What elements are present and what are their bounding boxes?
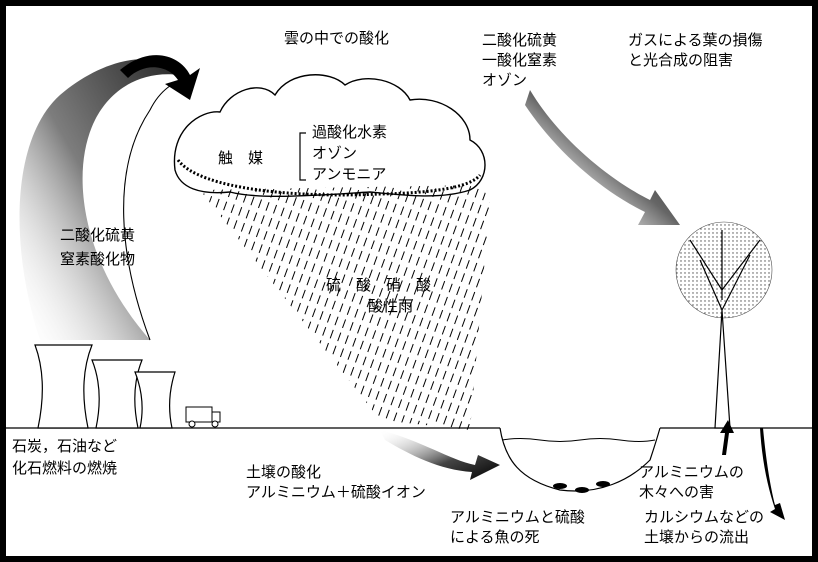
soil-acid-1: 土壌の酸化 <box>246 463 322 481</box>
leaf-damage-2: と光合成の阻害 <box>628 51 734 69</box>
catalyst-bracket <box>299 132 306 181</box>
leaf-damage-1: ガスによる葉の損傷 <box>628 31 763 49</box>
acids-label: 硫 酸 硝 酸 <box>326 276 432 294</box>
cooling-towers <box>34 344 176 429</box>
leach-arrow <box>760 428 785 520</box>
catalyst-1: 過酸化水素 <box>312 123 388 141</box>
fossil-fuel-1: 石炭，石油など <box>12 437 118 455</box>
lake-surface <box>501 438 656 442</box>
catalyst-2: オゾン <box>312 144 358 162</box>
acid-rain-label: 酸性雨 <box>368 297 414 315</box>
soil-acid-2: アルミニウム＋硫酸イオン <box>246 483 426 501</box>
emission-2: 窒素酸化物 <box>60 250 136 268</box>
fish-death-2: による魚の死 <box>450 528 540 546</box>
acid-rain <box>200 185 490 430</box>
gases-top-2: 一酸化窒素 <box>482 51 558 69</box>
rain-to-lake-arrow <box>380 430 500 480</box>
catalyst-label: 触 媒 <box>218 149 264 167</box>
gases-top-3: オゾン <box>482 71 528 89</box>
fossil-fuel-2: 化石燃料の燃焼 <box>12 459 118 477</box>
plume-arrow <box>120 55 200 100</box>
cloud-oxidation-label: 雲の中での酸化 <box>284 29 390 47</box>
tree-harm-1: アルミニウムの <box>639 463 744 481</box>
fish-icons <box>553 481 610 493</box>
catalyst-3: アンモニア <box>312 165 387 183</box>
tree <box>675 221 773 429</box>
calcium-leach-2: 土壌からの流出 <box>644 528 750 546</box>
truck <box>185 406 221 428</box>
gases-top-1: 二酸化硫黄 <box>482 31 558 49</box>
up-arrow <box>720 420 734 455</box>
gas-to-tree-arrow <box>525 90 680 225</box>
calcium-leach-1: カルシウムなどの <box>644 508 765 526</box>
emission-1: 二酸化硫黄 <box>60 226 136 244</box>
tree-harm-2: 木々への害 <box>639 483 715 501</box>
smoke-plume <box>19 59 181 341</box>
fish-death-1: アルミニウムと硫酸 <box>450 508 585 526</box>
lake-bed <box>499 427 661 492</box>
